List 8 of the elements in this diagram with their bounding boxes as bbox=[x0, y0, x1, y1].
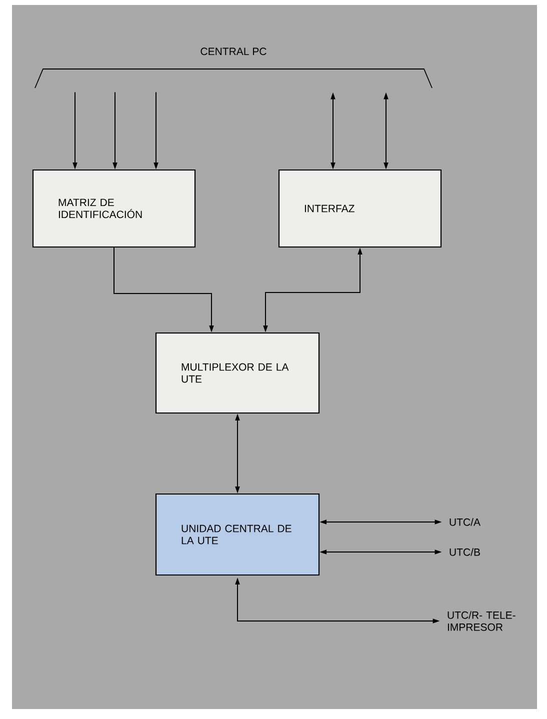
process-box: MATRIZ DE IDENTIFICACIÓN bbox=[32, 169, 196, 248]
output-label: UTC/A bbox=[450, 518, 480, 526]
process-box: MULTIPLEXOR DE LA UTE bbox=[155, 332, 320, 414]
process-box: INTERFAZ bbox=[278, 169, 442, 248]
process-box: UNIDAD CENTRAL DE LA UTE bbox=[155, 493, 320, 576]
output-label: UTC/R- TELE- IMPRESOR bbox=[448, 611, 516, 631]
output-label: UTC/B bbox=[450, 548, 480, 556]
bracket-label: CENTRAL PC bbox=[34, 48, 432, 88]
